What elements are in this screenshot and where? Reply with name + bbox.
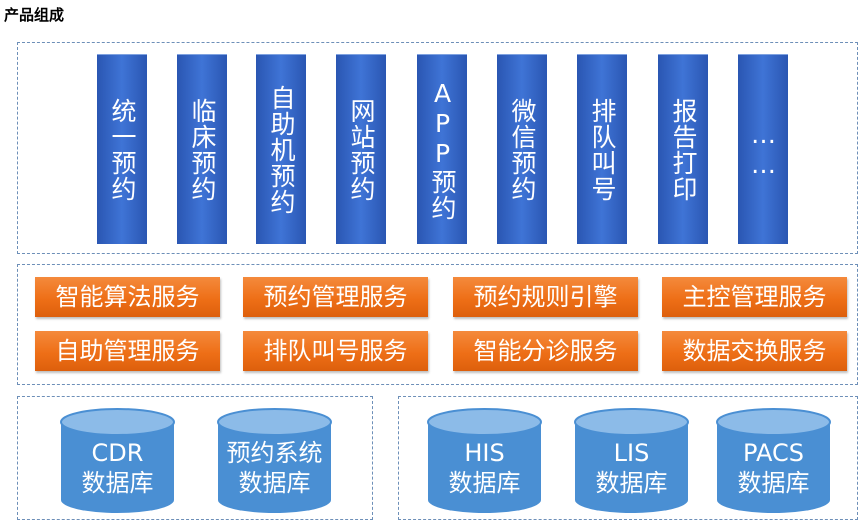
channel-clinical-booking: 临床预约 [177,54,227,244]
database-cylinder-icon [217,408,332,513]
database-cylinder-icon [427,408,542,513]
page-title: 产品组成 [4,6,65,24]
database-booking-system: 预约系统数据库 [217,408,332,514]
channel-web-booking: 网站预约 [336,54,386,244]
internal-databases-panel [17,396,373,520]
external-databases-panel [398,396,858,520]
channel-app-booking: APP预约 [417,54,467,244]
service-queue-calling: 排队叫号服务 [243,331,428,371]
service-self-service-management: 自助管理服务 [35,331,220,371]
service-master-control: 主控管理服务 [662,277,847,317]
database-cylinder-icon [574,408,689,513]
database-cylinder-icon [60,408,175,513]
channel-unified-booking: 统一预约 [97,54,147,244]
services-panel [17,264,858,385]
channels-panel [17,42,858,254]
channel-queue-calling: 排队叫号 [577,54,627,244]
channel-kiosk-booking: 自助机预约 [256,54,306,244]
service-booking-rules-engine: 预约规则引擎 [453,277,638,317]
service-booking-management: 预约管理服务 [243,277,428,317]
service-smart-triage: 智能分诊服务 [453,331,638,371]
service-smart-algorithm: 智能算法服务 [35,277,220,317]
service-data-exchange: 数据交换服务 [662,331,847,371]
channel-more: …… [738,54,788,244]
channel-report-printing: 报告打印 [658,54,708,244]
database-cylinder-icon [716,408,831,513]
channel-wechat-booking: 微信预约 [497,54,547,244]
